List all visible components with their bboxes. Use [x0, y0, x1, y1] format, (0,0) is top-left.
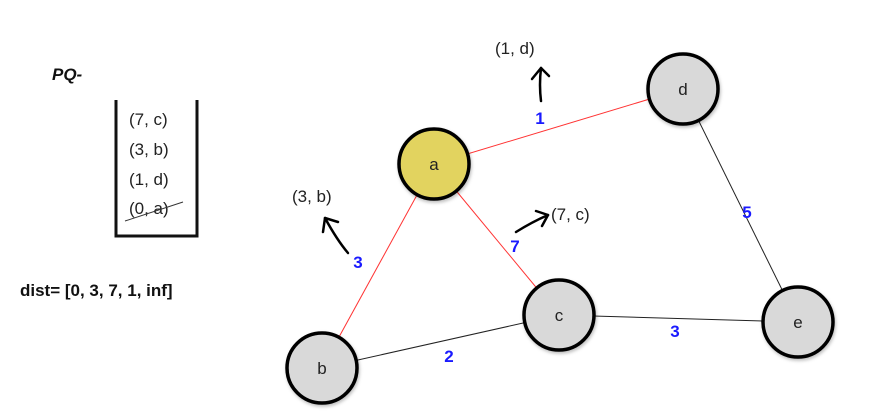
priority-queue-panel: PQ- (7, c) (3, b) (1, d) (0, a) [52, 65, 199, 238]
edge-a-d [433, 88, 684, 165]
annotations: (1, d) (3, b) (7, c) [292, 39, 590, 255]
arrow-up-icon [538, 66, 543, 103]
annotation-label: (7, c) [551, 205, 590, 224]
dist-array: dist= [0, 3, 7, 1, inf] [20, 281, 173, 300]
pq-title: PQ- [52, 65, 83, 84]
node-label: d [678, 80, 687, 99]
node-d: d [646, 52, 720, 126]
node-circle [285, 331, 359, 405]
edge-c-e [558, 314, 799, 323]
edge-d-e [682, 88, 799, 323]
node-c: c [522, 278, 596, 352]
annotation-label: (1, d) [495, 39, 535, 58]
node-label: a [429, 155, 439, 174]
edge-b-c [321, 314, 560, 369]
edge-weight-a-d: 1 [535, 109, 544, 128]
node-label: c [555, 306, 564, 325]
edge-weights: 1 3 7 2 3 5 [353, 109, 751, 366]
node-label: e [793, 313, 802, 332]
arrowhead-icon [534, 209, 550, 228]
node-circle [522, 278, 596, 352]
pq-item: (7, c) [129, 110, 168, 129]
arrow-right-icon [514, 213, 550, 234]
edge-weight-c-e: 3 [670, 322, 679, 341]
arrowhead-icon [530, 66, 551, 81]
edge-weight-d-e: 5 [742, 203, 751, 222]
edge-weight-b-c: 2 [444, 347, 453, 366]
node-circle [397, 127, 471, 201]
arrowhead-icon [321, 216, 340, 234]
node-b: b [285, 331, 359, 405]
pq-item: (1, d) [129, 170, 169, 189]
graph-nodes: a b c d e [285, 52, 835, 405]
node-circle [646, 52, 720, 126]
node-e: e [761, 285, 835, 359]
annotation-label: (3, b) [292, 187, 332, 206]
pq-item: (3, b) [129, 140, 169, 159]
pq-container [114, 100, 199, 238]
edge-weight-a-c: 7 [510, 237, 519, 256]
node-label: b [317, 359, 326, 378]
edge-a-b [321, 163, 435, 369]
pq-item-removed: (0, a) [129, 199, 169, 218]
strikethrough-line [124, 201, 184, 222]
arrow-up-left-icon [323, 216, 350, 255]
edge-weight-a-b: 3 [353, 253, 362, 272]
node-circle [761, 285, 835, 359]
node-a: a [397, 127, 471, 201]
